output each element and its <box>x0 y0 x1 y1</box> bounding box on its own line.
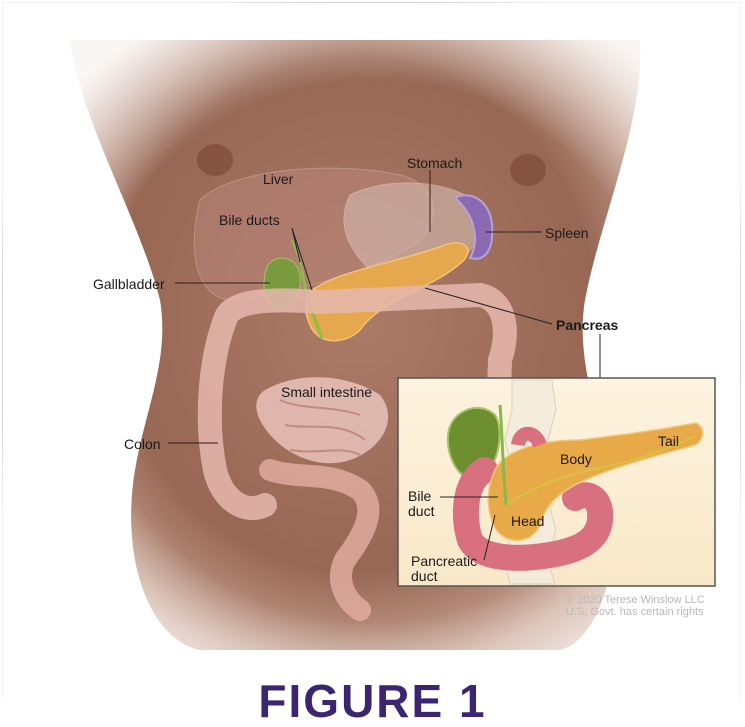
stomach-label: Stomach <box>407 155 462 171</box>
copyright-line-2: U.S. Govt. has certain rights <box>566 606 705 618</box>
small-intestine-label: Small intestine <box>281 384 372 400</box>
pancreas-label: Pancreas <box>556 317 618 333</box>
copyright-line-1: © 2020 Terese Winslow LLC <box>566 594 705 606</box>
inset-bile-duct-label-line2: duct <box>408 504 434 519</box>
right-nipple <box>510 154 546 186</box>
spleen-label: Spleen <box>545 225 589 241</box>
gallbladder-label: Gallbladder <box>93 276 165 292</box>
bile-ducts-label: Bile ducts <box>219 212 280 228</box>
inset-head-label: Head <box>511 514 544 529</box>
inset-pancreatic-duct-label-line2: duct <box>411 569 437 584</box>
figure-title: FIGURE 1 <box>0 676 745 726</box>
inset-body-label: Body <box>560 452 592 467</box>
liver-label: Liver <box>263 171 293 187</box>
inset-pancreatic-duct-label-line1: Pancreatic <box>411 554 477 569</box>
copyright-notice: © 2020 Terese Winslow LLC U.S. Govt. has… <box>566 594 705 618</box>
inset-bile-duct-label-line1: Bile <box>408 489 431 504</box>
inset-tail-label: Tail <box>658 434 679 449</box>
colon-label: Colon <box>124 436 161 452</box>
left-nipple <box>197 144 233 176</box>
